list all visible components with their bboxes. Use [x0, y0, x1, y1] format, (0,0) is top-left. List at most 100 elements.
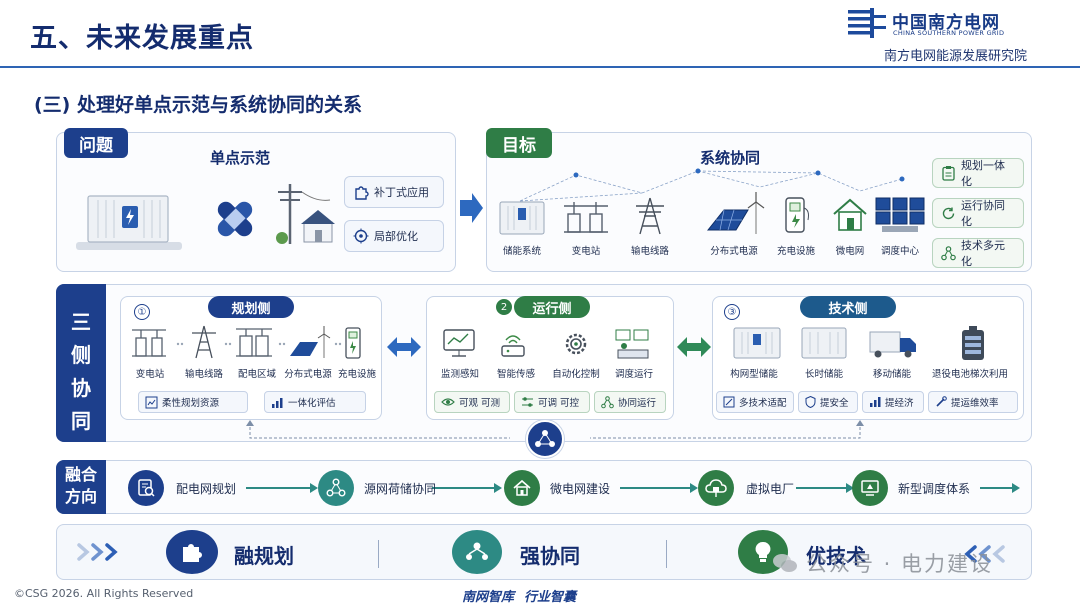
planning-tag-eval-label: 一体化评估: [288, 398, 336, 409]
bottom-item-label: 优技术: [806, 544, 866, 568]
three-side-char: 协: [71, 376, 91, 400]
three-side-label: 三 侧 协 同: [56, 306, 106, 434]
three-side-connectors: [240, 420, 880, 444]
technology-tag-econ-label: 提经济: [885, 398, 914, 409]
goal-node-label: 变电站: [571, 246, 601, 257]
dispatch-operator-icon: [615, 329, 649, 359]
operation-item-label: 调度运行: [614, 369, 653, 380]
substation-icon: [132, 329, 166, 357]
header-divider: [0, 66, 1080, 68]
planning-item-label: 充电设施: [337, 369, 376, 380]
monitor-icon: [443, 329, 475, 357]
goal-tag-planning: 规划一体化: [932, 158, 1024, 188]
planning-side-number: ①: [134, 304, 150, 320]
planning-tag-flexible: 柔性规划资源: [138, 391, 248, 413]
operation-tag-observe-label: 可观 可测: [459, 398, 501, 409]
chart-doc-icon: [145, 396, 158, 409]
battery-icon: [962, 326, 984, 360]
storage-container-icon: [74, 190, 184, 252]
coordination-hub-icon: [526, 420, 564, 458]
operation-side-number: 2: [496, 299, 512, 315]
footer-slogan-b: 行业智囊: [524, 590, 577, 605]
goal-heading: 系统协同: [699, 149, 760, 167]
three-side-char: 三: [71, 310, 91, 334]
grid-forming-storage-icon: [733, 327, 781, 359]
problem-tag-patch-label: 补丁式应用: [374, 186, 429, 199]
problem-tag-patch: 补丁式应用: [344, 176, 444, 208]
goal-node-dispatch: [874, 194, 926, 234]
bottom-icon-technology: [738, 530, 788, 574]
three-side-label-bg: [56, 284, 106, 442]
logo-text-cn: 中国南方电网: [892, 13, 1000, 33]
technology-tag-multi-label: 多技术适配: [739, 398, 787, 409]
technology-tag-om-label: 提运维效率: [951, 398, 999, 409]
fusion-label-bg: [56, 460, 106, 514]
operation-item-label: 监测感知: [440, 369, 479, 380]
bottom-item-label: 强协同: [520, 544, 580, 568]
gear-icon: [565, 333, 587, 355]
technology-tag-safety-label: 提安全: [820, 398, 849, 409]
solar-wind-icon: [706, 192, 765, 234]
puzzle-icon: [183, 544, 202, 562]
network-nodes-icon: [941, 245, 956, 261]
problem-tag-local-label: 局部优化: [374, 230, 418, 243]
operation-item-label: 自动化控制: [552, 369, 600, 380]
transmission-tower-icon: [192, 325, 216, 359]
fusion-step-label: 虚拟电厂: [746, 482, 795, 496]
bottom-item-label: 融规划: [234, 544, 294, 568]
clipboard-icon: [941, 165, 956, 181]
three-side-char: 同: [71, 409, 91, 433]
fusion-step-label: 新型调度体系: [898, 482, 971, 496]
substation-icon: [564, 202, 608, 233]
problem-to-goal-arrow: [458, 192, 484, 224]
planning-tag-eval: 一体化评估: [264, 391, 366, 413]
bottom-strip: [56, 524, 1032, 580]
goal-node-label: 输电线路: [630, 246, 669, 257]
bottom-icon-coordination: [452, 530, 502, 574]
goal-node-label: 分布式电源: [710, 246, 758, 257]
technology-side-number: ③: [724, 304, 740, 320]
transmission-tower-icon: [636, 197, 664, 235]
fusion-step-icon-microgrid: [504, 470, 540, 506]
storage-icon: [499, 201, 545, 235]
planning-icons: [130, 324, 376, 362]
long-duration-storage-icon: [801, 327, 847, 359]
fusion-step-icon-dispatch: [852, 470, 888, 506]
operation-tag-control: 可调 可控: [514, 391, 590, 413]
charging-station-icon: [345, 327, 361, 359]
charging-station-icon: [785, 197, 809, 233]
operation-tag-control-label: 可调 可控: [538, 398, 580, 409]
goal-node-label: 充电设施: [776, 246, 815, 257]
operation-side-header: 运行侧: [514, 296, 590, 318]
operation-tag-coop-label: 协同运行: [618, 398, 657, 409]
technology-tag-econ: 提经济: [862, 391, 924, 413]
plan-document-icon: [138, 479, 155, 497]
fusion-step-label: 微电网建设: [550, 482, 611, 496]
goal-tag-operation: 运行协同化: [932, 198, 1024, 228]
goal-node-storage: [496, 198, 548, 236]
bar-chart-icon: [869, 396, 881, 408]
fusion-step-label: 源网荷储协同: [364, 482, 437, 496]
fusion-step-icon-planning: [128, 470, 164, 506]
planning-operation-arrow: [386, 336, 422, 358]
solar-wind-icon: [290, 326, 331, 358]
bottom-icon-planning: [166, 530, 218, 574]
goal-network-lines: [500, 165, 920, 205]
goal-tag-tech-label: 技术多元化: [961, 239, 1005, 268]
footer-slogan-a: 南网智库: [462, 590, 515, 605]
refresh-icon: [941, 206, 956, 221]
house-icon: [513, 479, 531, 496]
chevrons-left-icon: [960, 544, 1006, 564]
distribution-area-icon: [236, 328, 272, 357]
sensor-icon: [501, 335, 525, 357]
goal-node-charging: [782, 194, 812, 234]
bottom-divider: [666, 540, 667, 568]
operation-tag-observe: 可观 可测: [434, 391, 510, 413]
bandage-icon: [212, 196, 258, 242]
chevrons-right-icon: [76, 542, 122, 562]
planning-item-label: 配电区域: [237, 369, 276, 380]
network-nodes-icon: [601, 395, 614, 409]
microgrid-house-icon: [833, 198, 867, 231]
watermark: 公众号 · 电力建设: [772, 548, 993, 578]
problem-tag-local: 局部优化: [344, 220, 444, 252]
